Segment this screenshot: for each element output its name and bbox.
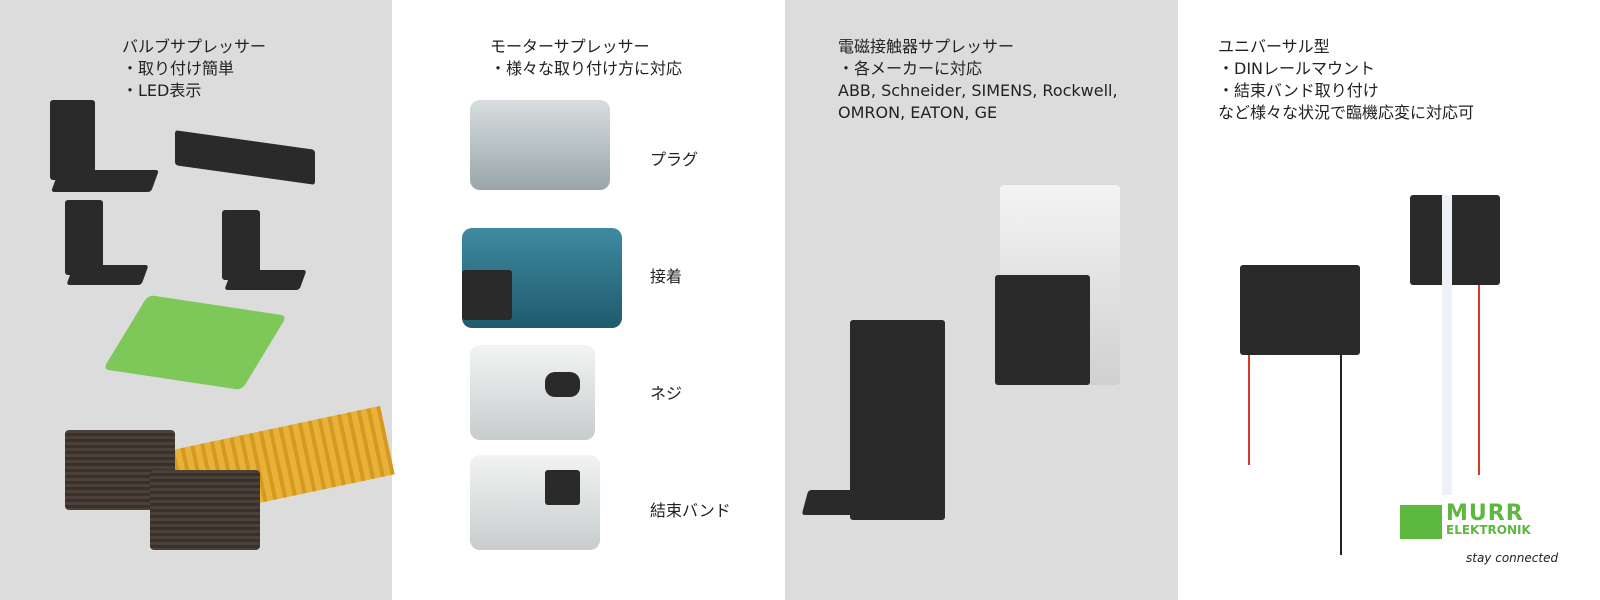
- method-glue: 接着: [650, 267, 683, 286]
- contactor-suppressor-image: [850, 320, 945, 520]
- valve-text: バルブサプレッサー ・取り付け簡単 ・LED表示: [122, 36, 266, 102]
- method-screw: ネジ: [650, 384, 683, 403]
- feature-line: ・LED表示: [122, 81, 202, 100]
- panel-title: 電磁接触器サプレッサー: [838, 37, 1015, 56]
- valve-suppressor-image: [50, 170, 160, 192]
- connector-image: [150, 470, 260, 550]
- valve-suppressor-image: [65, 200, 103, 275]
- motor-cable-tie-image: [470, 455, 600, 550]
- contactor-suppressor-image: [995, 275, 1090, 385]
- valve-suppressor-image: [222, 210, 260, 280]
- valve-suppressor-image: [224, 270, 307, 290]
- feature-line: OMRON, EATON, GE: [838, 103, 998, 122]
- universal-text: ユニバーサル型 ・DINレールマウント ・結束バンド取り付け など様々な状況で臨…: [1218, 36, 1474, 124]
- universal-suppressor-image: [1410, 195, 1500, 285]
- valve-suppressor-image: [66, 265, 149, 285]
- motor-text: モーターサプレッサー ・様々な取り付け方に対応: [490, 36, 682, 80]
- contactor-suppressor-base: [801, 490, 929, 515]
- panel-title: バルブサプレッサー: [122, 37, 267, 56]
- feature-line: ・取り付け簡単: [122, 59, 235, 78]
- wire-image: [1478, 285, 1480, 475]
- method-cable-tie: 結束バンド: [650, 501, 731, 520]
- suppressor-image: [545, 470, 580, 505]
- feature-line: ・様々な取り付け方に対応: [490, 59, 683, 78]
- suppressor-image: [545, 372, 580, 397]
- contactor-text: 電磁接触器サプレッサー ・各メーカーに対応 ABB, Schneider, SI…: [838, 36, 1118, 124]
- method-plug: プラグ: [650, 150, 699, 169]
- cable-tie-image: [1442, 195, 1452, 495]
- logo-line2: ELEKTRONIK: [1446, 523, 1531, 537]
- feature-line: ABB, Schneider, SIMENS, Rockwell,: [838, 81, 1118, 100]
- panel-title: ユニバーサル型: [1218, 37, 1330, 56]
- feature-line: など様々な状況で臨機応変に対応可: [1218, 103, 1475, 122]
- murr-logo-icon: [1400, 505, 1442, 539]
- logo-tagline: stay connected: [1466, 551, 1559, 565]
- wire-image: [1248, 355, 1250, 465]
- feature-line: ・DINレールマウント: [1218, 59, 1376, 78]
- wire-image: [1340, 355, 1342, 555]
- valve-suppressor-image: [50, 100, 95, 180]
- universal-suppressor-image: [1240, 265, 1360, 355]
- suppressor-box-image: [462, 270, 512, 320]
- motor-plug-image: [470, 100, 610, 190]
- feature-line: ・結束バンド取り付け: [1218, 81, 1379, 100]
- feature-line: ・各メーカーに対応: [838, 59, 983, 78]
- logo-line1: MURR: [1446, 501, 1524, 526]
- panel-title: モーターサプレッサー: [490, 37, 650, 56]
